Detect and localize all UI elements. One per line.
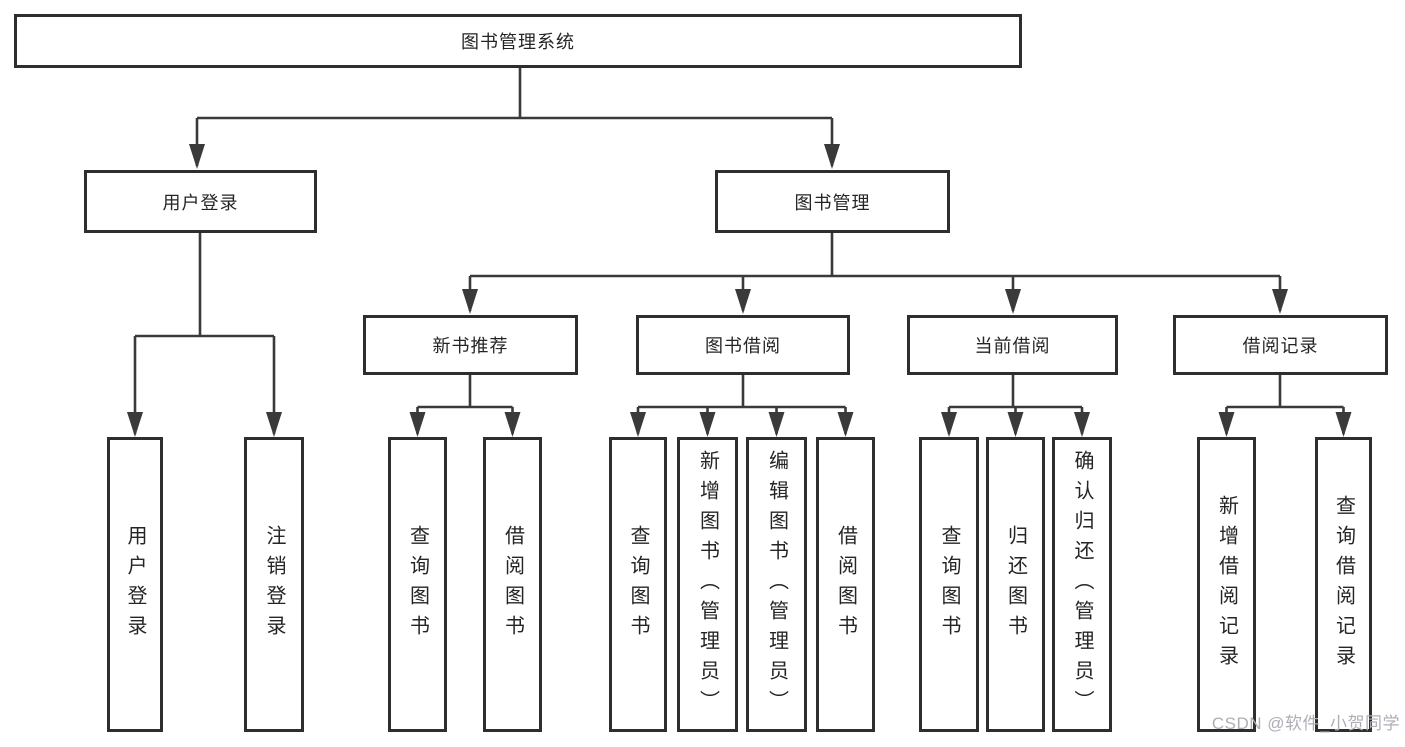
node-label: 图书管理: [794, 192, 871, 213]
arrow-icon: [1272, 289, 1288, 314]
leaf-user-login: 用户登录: [107, 437, 163, 732]
leaf-query-books-current: 查询图书: [919, 437, 979, 732]
arrow-icon: [409, 412, 426, 437]
leaf-logout: 注销登录: [244, 437, 304, 732]
arrow-icon: [462, 289, 478, 314]
leaf-label: 新增借阅记录: [1215, 494, 1238, 675]
node-label: 图书借阅: [705, 336, 781, 356]
arrow-icon: [1335, 412, 1352, 437]
arrow-icon: [941, 412, 957, 437]
arrow-icon: [189, 144, 205, 169]
connector-user-login-branch: [133, 233, 276, 434]
arrow-icon: [1007, 412, 1024, 437]
node-label: 用户登录: [162, 192, 239, 213]
connector-root-branch: [195, 68, 834, 166]
leaf-label: 新增图书（管理员）: [696, 449, 719, 720]
connector-borrow-record-branch: [1225, 375, 1345, 434]
leaf-label: 借阅图书: [501, 524, 524, 645]
leaf-label: 用户登录: [124, 524, 146, 645]
leaf-return-book: 归还图书: [986, 437, 1045, 732]
csdn-watermark: CSDN @软件_小贺同学: [1211, 714, 1400, 733]
leaf-borrow-books-recommend: 借阅图书: [483, 437, 542, 732]
connector-book-management-branch: [468, 233, 1282, 311]
leaf-label: 查询图书: [406, 524, 429, 645]
connector-current-borrow-branch: [947, 375, 1084, 434]
connector-book-borrow-branch: [636, 375, 847, 434]
arrow-icon: [768, 412, 785, 437]
leaf-confirm-return-admin: 确认归还（管理员）: [1052, 437, 1112, 732]
arrow-icon: [127, 412, 143, 437]
arrow-icon: [1218, 412, 1235, 437]
node-book-management: 图书管理: [715, 170, 950, 233]
arrow-icon: [630, 412, 646, 437]
leaf-add-borrow-record: 新增借阅记录: [1197, 437, 1256, 732]
leaf-query-books-borrow: 查询图书: [609, 437, 667, 732]
node-label: 图书管理系统: [461, 32, 575, 52]
leaf-query-books-recommend: 查询图书: [388, 437, 447, 732]
leaf-borrow-book: 借阅图书: [816, 437, 875, 732]
node-label: 借阅记录: [1242, 336, 1319, 356]
node-current-borrow: 当前借阅: [907, 315, 1118, 375]
arrow-icon: [504, 412, 521, 437]
node-label: 新书推荐: [432, 336, 509, 356]
arrow-icon: [824, 144, 840, 169]
leaf-label: 借阅图书: [834, 524, 857, 645]
leaf-label: 查询借阅记录: [1332, 494, 1355, 675]
node-new-book-recommend: 新书推荐: [363, 315, 578, 375]
arrow-icon: [266, 412, 282, 437]
arrow-icon: [735, 289, 751, 314]
leaf-label: 查询图书: [627, 524, 649, 645]
leaf-query-borrow-record: 查询借阅记录: [1315, 437, 1372, 732]
leaf-label: 确认归还（管理员）: [1071, 449, 1093, 720]
arrow-icon: [699, 412, 716, 437]
leaf-label: 查询图书: [938, 524, 960, 645]
node-label: 当前借阅: [974, 336, 1051, 356]
leaf-add-book-admin: 新增图书（管理员）: [677, 437, 738, 732]
node-library-management-system: 图书管理系统: [14, 14, 1022, 68]
arrow-icon: [837, 412, 854, 437]
leaf-label: 归还图书: [1004, 524, 1027, 645]
node-book-borrow: 图书借阅: [636, 315, 850, 375]
node-user-login: 用户登录: [84, 170, 317, 233]
arrow-icon: [1005, 289, 1021, 314]
leaf-label: 编辑图书（管理员）: [765, 449, 788, 720]
leaf-label: 注销登录: [263, 524, 285, 645]
node-borrow-records: 借阅记录: [1173, 315, 1388, 375]
leaf-edit-book-admin: 编辑图书（管理员）: [746, 437, 807, 732]
arrow-icon: [1074, 412, 1090, 437]
connector-new-book-branch: [416, 375, 514, 434]
